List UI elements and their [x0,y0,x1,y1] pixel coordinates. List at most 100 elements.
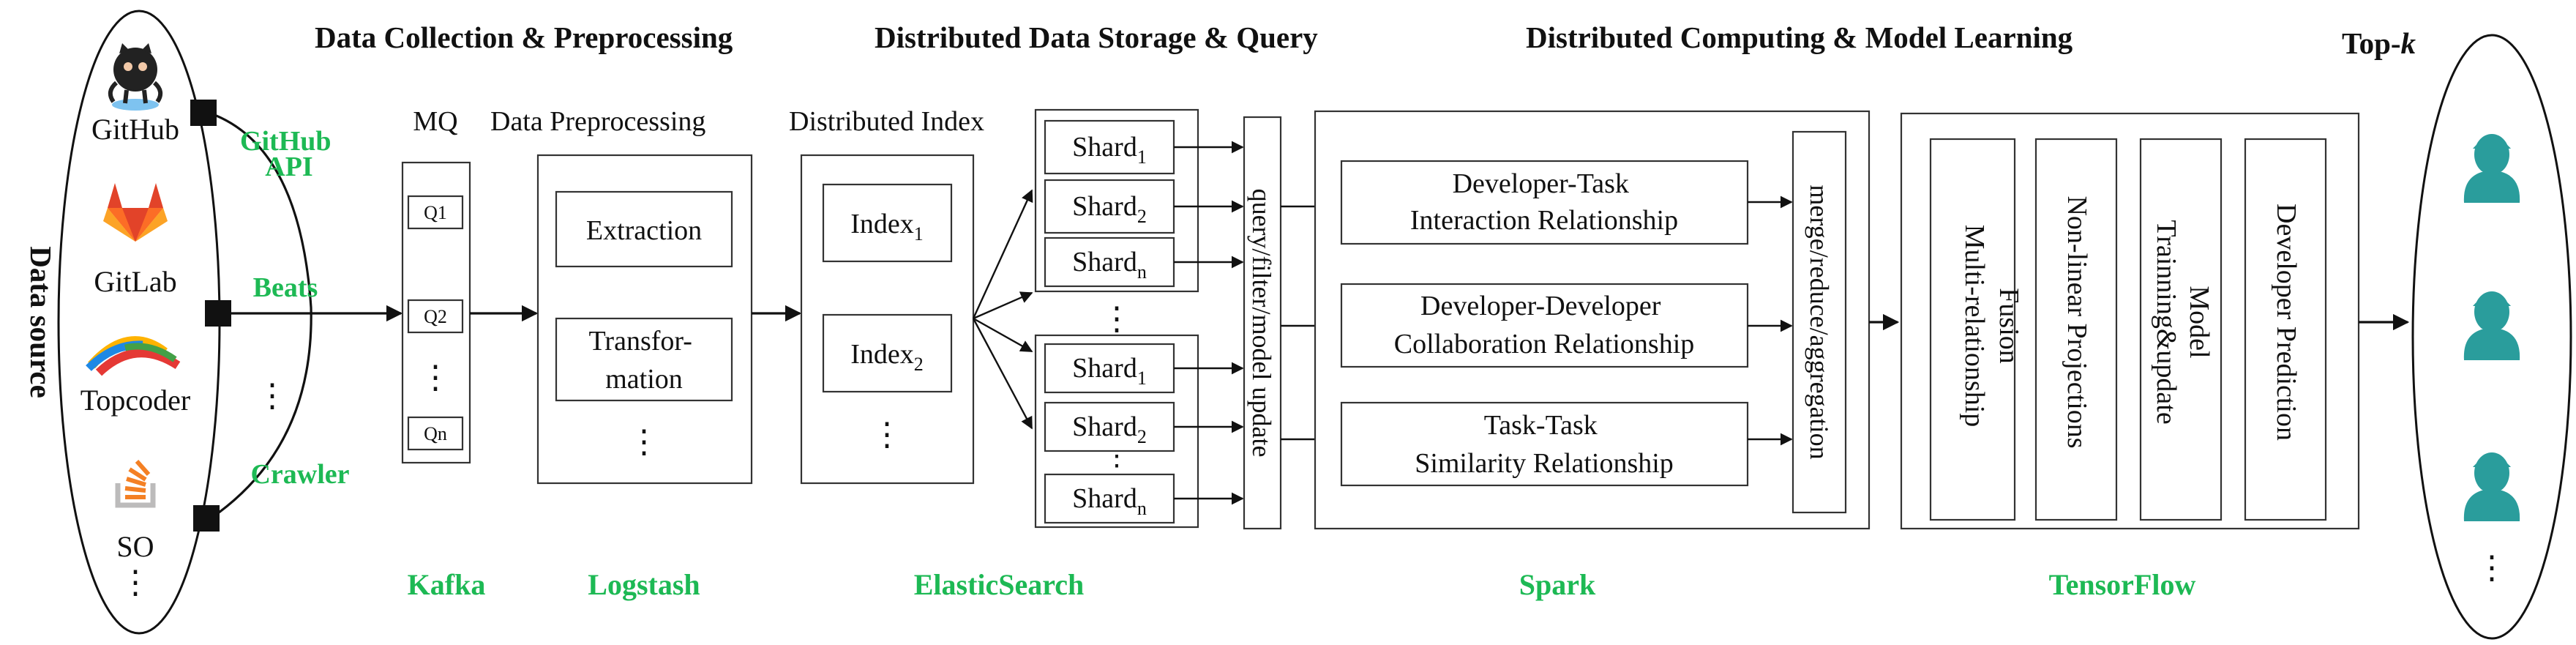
crawler-port [193,505,220,532]
source-ellipsis-mid: ⋮ [256,378,288,414]
learning-fusion-line1-text: Multi-relationship [1959,225,1990,428]
svg-text:Shard2: Shard2 [1072,191,1147,227]
preprocess-transformation-line2: mation [605,364,683,395]
preprocess-transformation [555,317,733,402]
relationship-2-line2: Collaboration Relationship [1394,329,1695,359]
svg-text:Shardn: Shardn [1072,247,1147,283]
shard-1-1: Shard1 [1044,119,1175,175]
relationship-1-label: Developer-Task Interaction Relationship [1410,168,1678,236]
source-github-label: GitHub [91,113,179,146]
index-1-box [822,183,953,263]
shard-between-ellipsis: ⋮ [1101,301,1133,337]
collector-github-api-line2: API [265,152,312,182]
source-ellipsis-bottom: ⋮ [119,564,151,600]
relationship-2-line1: Developer-Developer [1420,291,1661,321]
source-so-label: SO [116,530,154,563]
source-gitlab-label: GitLab [94,265,176,298]
preprocess-extraction-label: Extraction [586,215,702,246]
learning-training-box [2139,138,2223,521]
topk-ellipsis: ⋮ [2476,550,2508,586]
collector-crawler: Crawler [250,459,349,490]
shard-1-2: Shard2 [1044,179,1175,234]
query-filter-label: query/filter/model update [1247,189,1276,458]
index-ellipsis: ⋮ [871,417,903,452]
topcoder-icon [86,336,181,376]
source-topcoder-label: Topcoder [80,384,190,417]
stage-title-computing: Distributed Computing & Model Learning [1526,20,2073,54]
merge-label: merge/reduce/aggregation [1805,184,1834,459]
svg-text:Shard1: Shard1 [1072,132,1147,168]
relationship-to-merge-arrows [1748,195,1793,446]
tool-spark: Spark [1519,568,1596,601]
data-source-label: Data source [24,246,58,398]
index-1-sub: 1 [914,223,924,245]
collector-github-api: GitHub API [240,126,338,182]
preprocess-title: Data Preprocessing [490,106,705,137]
svg-text:Shardn: Shardn [1072,483,1147,519]
tool-elasticsearch: ElasticSearch [914,568,1085,601]
topk-k: k [2401,26,2416,60]
tool-logstash: Logstash [588,568,700,601]
relationship-3-line1: Task-Task [1484,410,1598,441]
svg-text:Shard2: Shard2 [1072,411,1147,447]
preprocess-transformation-label: Transfor- mation [589,326,700,395]
relationship-1-line1: Developer-Task [1453,168,1629,199]
relationship-1-line2: Interaction Relationship [1410,205,1678,236]
tool-kafka: Kafka [408,568,486,601]
relationship-2-box [1340,283,1749,368]
tool-tensorflow: TensorFlow [2049,568,2196,601]
mq-queue-qn [407,416,464,451]
github-icon [108,43,163,111]
learning-training-line1: Model [2184,286,2214,358]
user-icon-2 [2463,291,2520,360]
stage-title-storage: Distributed Data Storage & Query [875,20,1318,54]
gitlab-icon [103,183,168,242]
relationship-3-line2: Similarity Relationship [1415,448,1674,479]
index-2-base: Index [850,339,914,370]
learning-training-line2: Trainning&update [2151,220,2182,424]
mq-queue-qn-label: Qn [424,423,447,444]
merge-box [1791,130,1847,514]
index-title: Distributed Index [789,106,984,137]
stage-title-collection: Data Collection & Preprocessing [315,20,733,54]
mq-queue-q2-label: Q2 [424,306,447,327]
mq-queue-q1 [407,195,464,230]
mq-queue-q2 [407,299,464,334]
preprocess-ellipsis: ⋮ [628,424,660,460]
relationship-3-label: Task-Task Similarity Relationship [1415,410,1674,479]
github-port [190,100,217,126]
preprocess-transformation-line1: Transfor- [589,326,692,357]
relationship-2-label: Developer-Developer Collaboration Relati… [1394,291,1695,359]
relationship-1-box [1340,160,1749,245]
index-1-label: Index1 [850,209,924,245]
topk-prefix: Top- [2342,26,2401,60]
mq-queue-q1-label: Q1 [424,202,447,223]
svg-text:Shard1: Shard1 [1072,353,1147,389]
relationship-3-box [1340,401,1749,487]
index-2-box [822,313,953,393]
learning-prediction-label: Developer Prediction [2271,204,2302,441]
beats-port [205,300,231,327]
stackoverflow-icon [115,460,156,508]
shard-2-2: Shard2 [1044,401,1175,452]
shard-1-n: Shardn [1044,236,1175,288]
learning-projection-box [2034,138,2118,521]
preprocess-extraction [555,190,733,268]
mq-ellipsis: ⋮ [419,359,452,395]
query-filter-box [1243,116,1282,530]
topk-ellipse [2411,34,2572,640]
index-2-label: Index2 [850,339,924,375]
collector-github-api-line1: GitHub [240,126,332,157]
user-icon-3 [2463,452,2520,521]
index-2-sub: 2 [914,354,924,375]
learning-projection-label: Non-linear Projections [2062,195,2092,448]
mq-title: MQ [413,106,457,137]
user-icon [2463,134,2520,203]
shard-to-query-arrows [1174,141,1244,505]
learning-fusion-box [1929,138,2016,521]
shard-2-1: Shard1 [1044,343,1175,394]
index-1-base: Index [850,209,914,239]
topk-title: Top-k [2342,26,2416,60]
fanout-arrows [972,189,1033,430]
